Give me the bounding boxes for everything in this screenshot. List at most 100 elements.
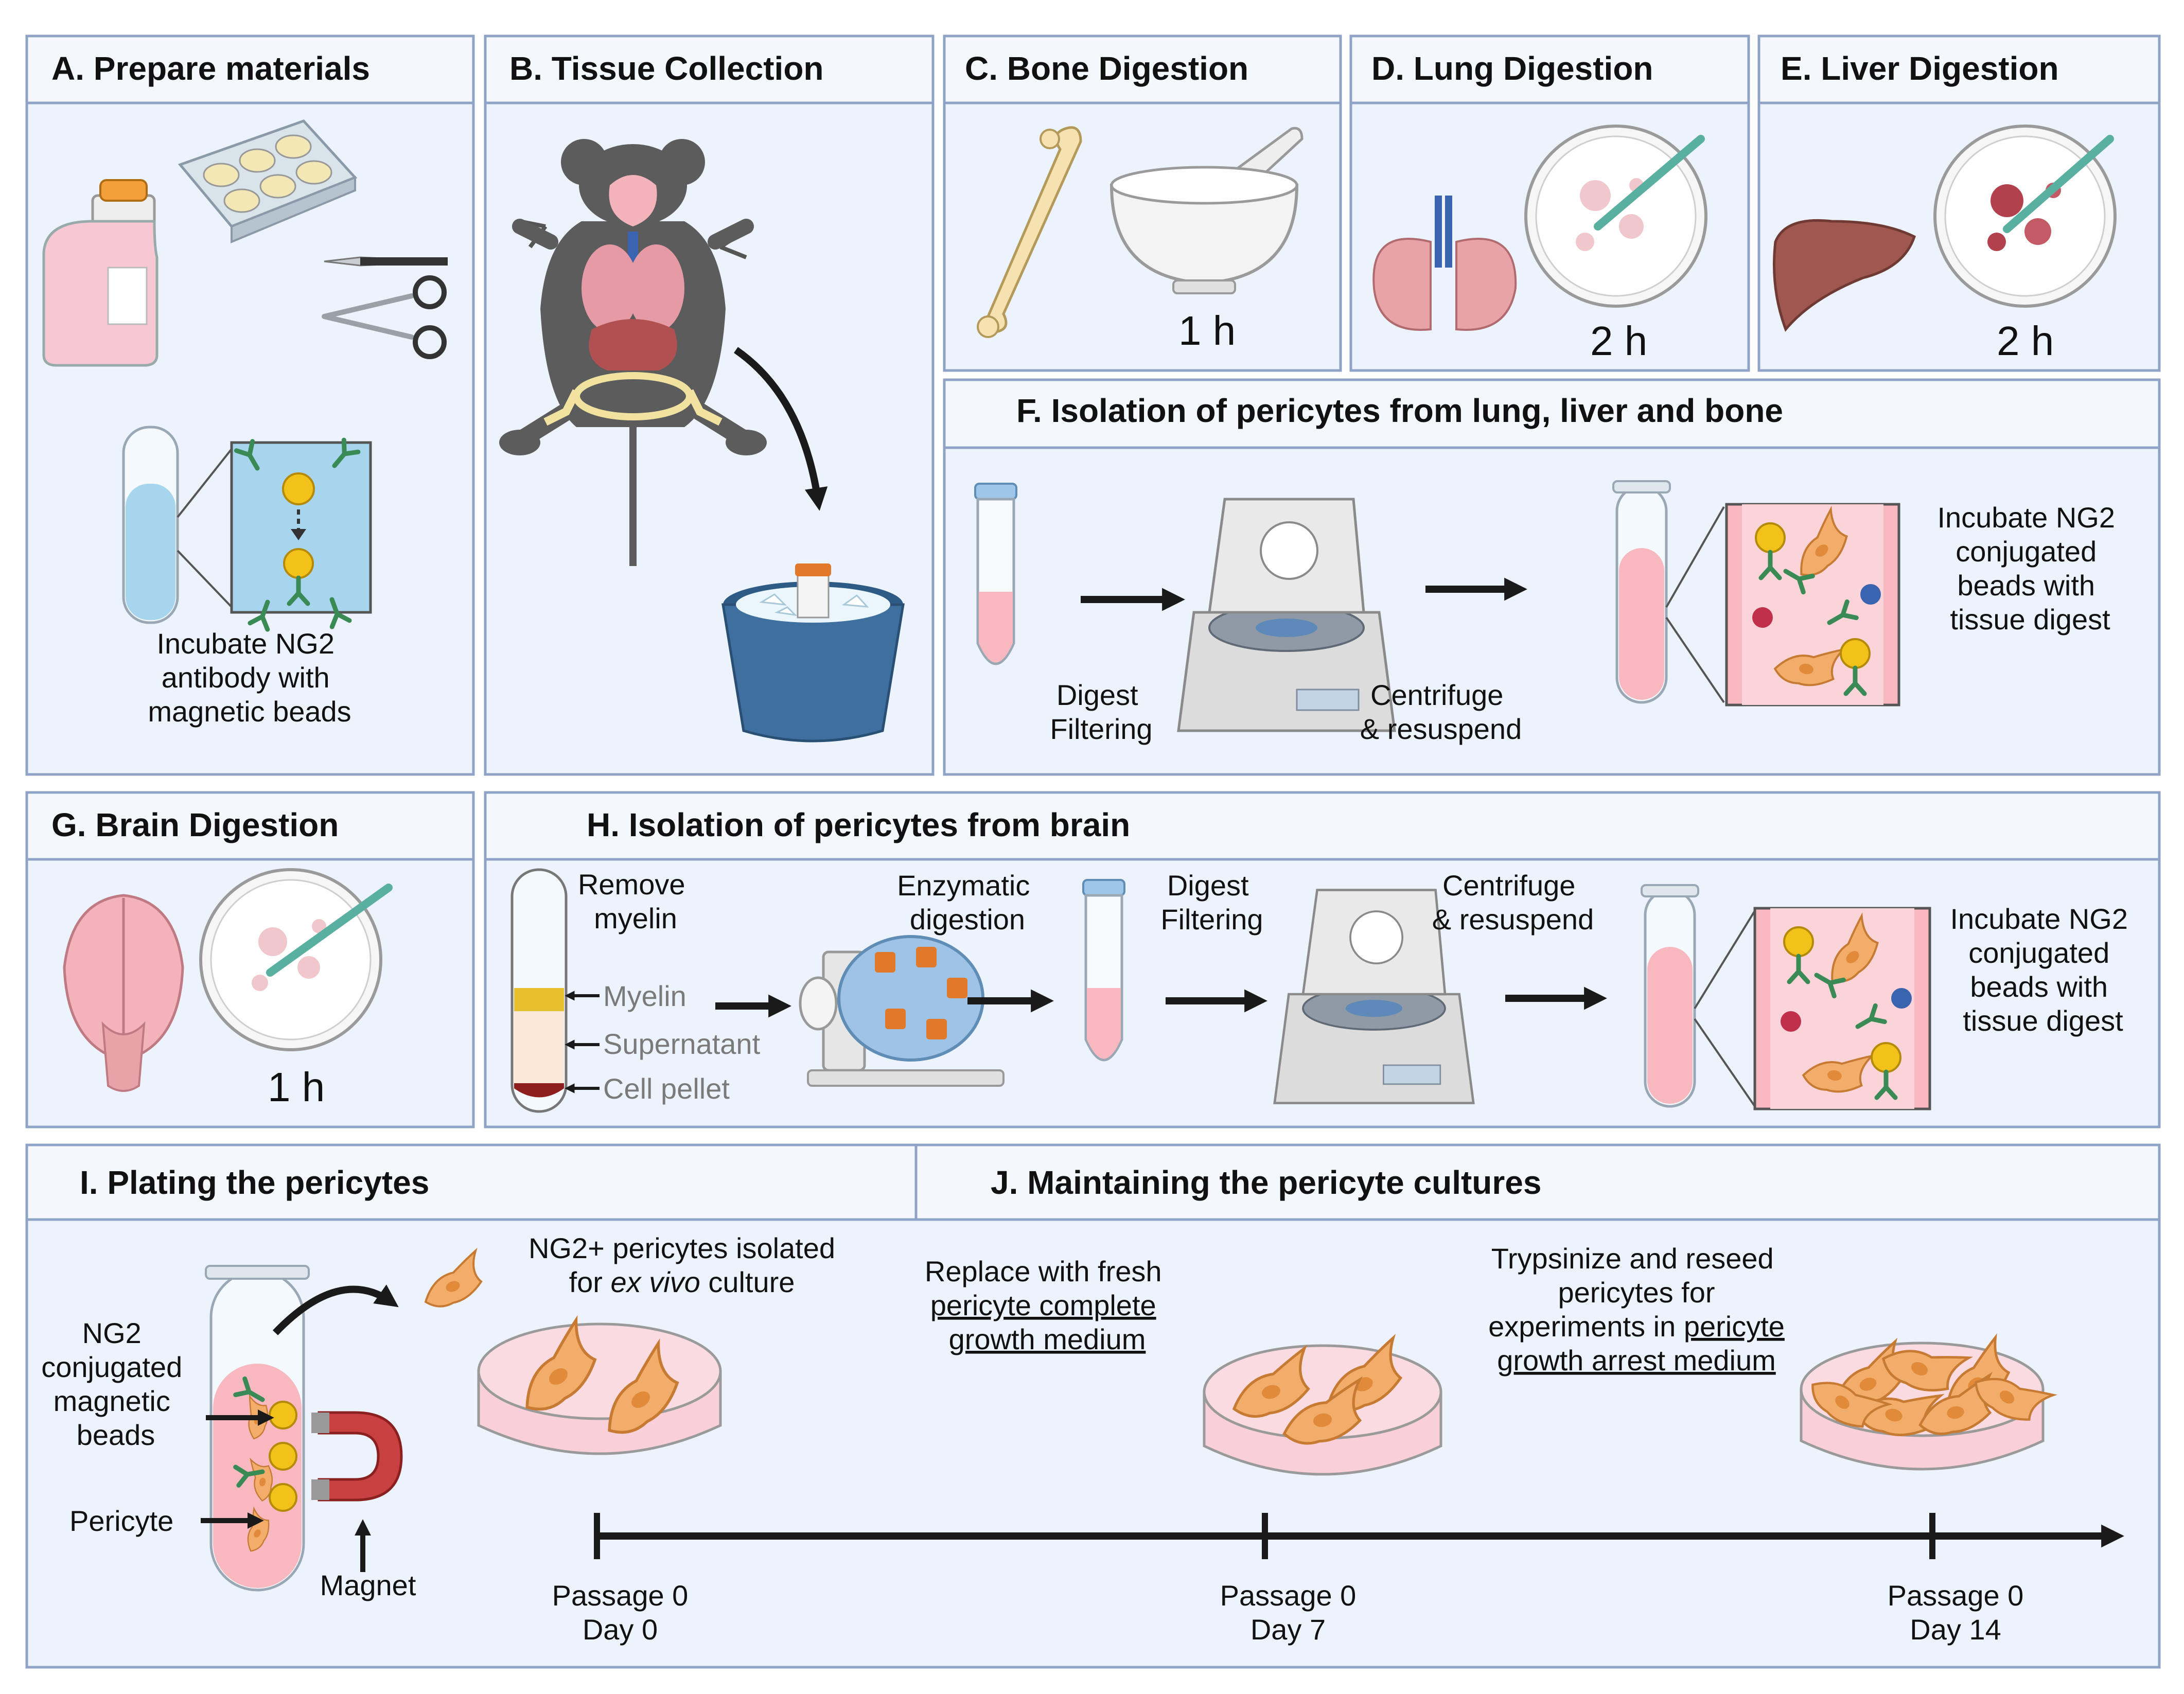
digest-filtering-label: Digest — [1167, 869, 1249, 902]
test-tube-icon — [1642, 885, 1756, 1106]
replace-medium-line: Replace with fresh — [925, 1255, 1162, 1287]
culture-flask-icon — [42, 179, 158, 367]
panel-c-title: C. Bone Digestion — [965, 50, 1248, 87]
panel-c: C. Bone Digestion 1 h — [943, 34, 1342, 372]
incubate-ng2-label: conjugated — [1956, 535, 2097, 568]
ex-vivo-suffix: culture — [700, 1266, 795, 1298]
ex-vivo-text: ex vivo — [610, 1266, 700, 1298]
remove-myelin-label: myelin — [594, 902, 677, 934]
svg-text:Centrifuge & resuspend: Centrifuge & resuspend — [1360, 679, 1522, 745]
panel-f-title: F. Isolation of pericytes from lung, liv… — [1016, 392, 1783, 429]
bead-cell-mixture-icon — [1753, 907, 1931, 1110]
test-tube-icon — [122, 426, 238, 624]
timeline-passage-label: Passage 0 — [1220, 1579, 1357, 1612]
ex-vivo-prefix: for — [569, 1266, 611, 1298]
panel-e: E. Liver Digestion 2 h — [1757, 34, 2161, 372]
culture-dish-day0-icon — [477, 1320, 722, 1455]
layer-myelin-label: Myelin — [603, 980, 686, 1012]
incubate-ng2-label: beads with — [1957, 569, 2095, 602]
incubate-ng2-label: Incubate NG2 — [1950, 903, 2128, 935]
myelin-tube-icon — [510, 868, 568, 1113]
petri-dish-icon — [201, 870, 393, 1050]
mortar-pestle-icon — [1109, 127, 1304, 294]
panel-d: D. Lung Digestion 2 h — [1349, 34, 1750, 372]
scissors-icon — [322, 275, 447, 359]
bead-antibody-icon — [230, 440, 372, 629]
panel-i-j: I. Plating the pericytes J. Maintaining … — [25, 1143, 2161, 1669]
trypsinize-underlined: pericyte — [1684, 1310, 1785, 1343]
svg-text:Incubate NG2 conjugated: Incubate NG2 conjugated beads with tissu… — [1937, 501, 2123, 636]
panel-e-title: E. Liver Digestion — [1781, 50, 2059, 87]
panel-b-title: B. Tissue Collection — [509, 50, 824, 87]
svg-text:Enzymatic digestion: Enzymatic digestion — [897, 869, 1038, 936]
trypsinize-line: Trypsinize and reseed — [1491, 1242, 1774, 1275]
bone-digestion-time: 1 h — [1178, 308, 1236, 354]
petri-dish-icon — [1935, 126, 2115, 306]
lungs-icon — [1372, 196, 1517, 331]
svg-text:Incubate NG2 conjugated: Incubate NG2 conjugated beads with tissu… — [1950, 903, 2136, 1037]
isolated-pericytes-line: NG2+ pericytes isolated — [529, 1232, 835, 1264]
layer-cell-pellet-label: Cell pellet — [603, 1072, 730, 1105]
ex-vivo-culture-line: for ex vivo culture — [569, 1266, 795, 1298]
timeline-day-label: Day 14 — [1910, 1613, 2001, 1646]
panel-h-title: H. Isolation of pericytes from brain — [587, 806, 1130, 843]
replace-medium-line: growth medium — [949, 1323, 1146, 1355]
svg-text:NG2 conjugated mag: NG2 conjugated magnetic beads — [41, 1317, 190, 1451]
bead-cell-mixture-icon — [1725, 503, 1900, 707]
trypsinize-line: growth arrest medium — [1497, 1344, 1776, 1377]
enzymatic-digestion-label: Enzymatic — [897, 869, 1030, 902]
incubate-ng2-label: tissue digest — [1950, 603, 2110, 636]
svg-text:Digest Filtering: Digest Filtering — [1050, 679, 1152, 745]
trypsinize-line: experiments in pericyte — [1488, 1310, 1785, 1343]
incubate-ng2-label: beads with — [1970, 970, 2108, 1003]
panel-g-title: G. Brain Digestion — [51, 806, 339, 843]
panel-d-title: D. Lung Digestion — [1371, 50, 1653, 87]
layer-supernatant-label: Supernatant — [603, 1028, 761, 1060]
bone-icon — [977, 126, 1082, 338]
panel-a-caption-line: antibody with — [162, 661, 330, 694]
falcon-tube-icon — [1083, 880, 1124, 1060]
tube-rotator-icon — [799, 935, 1005, 1087]
timeline-passage-label: Passage 0 — [1888, 1579, 2024, 1612]
digest-filtering-label: Digest — [1056, 679, 1138, 711]
trypsinize-line: pericytes for — [1558, 1276, 1715, 1309]
scalpel-icon — [324, 256, 448, 267]
liver-digestion-time: 2 h — [1997, 318, 2054, 364]
panel-a: A. Prepare materials — [25, 34, 475, 776]
transfer-arrow — [272, 1284, 399, 1335]
falcon-tube-icon — [975, 484, 1016, 664]
replace-medium-line: pericyte complete — [930, 1289, 1156, 1321]
panel-f: F. Isolation of pericytes from lung, liv… — [943, 378, 2161, 776]
brain-icon — [63, 894, 184, 1092]
magnet-label: Magnet — [320, 1569, 416, 1601]
svg-text:Trypsinize and reseed pe: Trypsinize and reseed pericytes for — [1491, 1242, 1782, 1309]
svg-text:Remove myelin: Remove myelin — [578, 868, 693, 934]
timeline-day-label: Day 0 — [583, 1613, 658, 1646]
panel-a-caption-line: Incubate NG2 — [156, 627, 334, 660]
enzymatic-digestion-label: digestion — [910, 903, 1025, 936]
panel-j-title: J. Maintaining the pericyte cultures — [991, 1164, 1541, 1201]
liver-icon — [1773, 219, 1916, 332]
panel-h: H. Isolation of pericytes from brain Rem… — [484, 791, 2161, 1128]
centrifuge-label: Centrifuge — [1442, 869, 1575, 902]
centrifuge-label: & resuspend — [1360, 713, 1522, 745]
svg-text:Replace with fresh peric: Replace with fresh pericyte complete gro… — [925, 1255, 1170, 1355]
incubate-ng2-label: tissue digest — [1963, 1004, 2123, 1037]
trypsinize-prefix: experiments in — [1488, 1310, 1684, 1343]
panel-i-title: I. Plating the pericytes — [80, 1164, 429, 1201]
incubate-ng2-label: Incubate NG2 — [1937, 501, 2115, 534]
ng2-beads-label: conjugated — [41, 1351, 182, 1383]
panel-a-title: A. Prepare materials — [51, 50, 370, 87]
test-tube-icon — [1613, 481, 1725, 702]
centrifuge-label: Centrifuge — [1370, 679, 1503, 711]
timeline-day-label: Day 7 — [1250, 1613, 1326, 1646]
ng2-beads-label: NG2 — [82, 1317, 142, 1349]
svg-text:Digest Filtering: Digest Filtering — [1160, 869, 1263, 936]
panel-g: G. Brain Digestion 1 h — [25, 791, 475, 1128]
ng2-beads-label: beads — [77, 1419, 155, 1451]
petri-dish-icon — [1526, 126, 1706, 306]
magnet-icon — [311, 1411, 403, 1502]
centrifuge-label: & resuspend — [1432, 903, 1594, 936]
